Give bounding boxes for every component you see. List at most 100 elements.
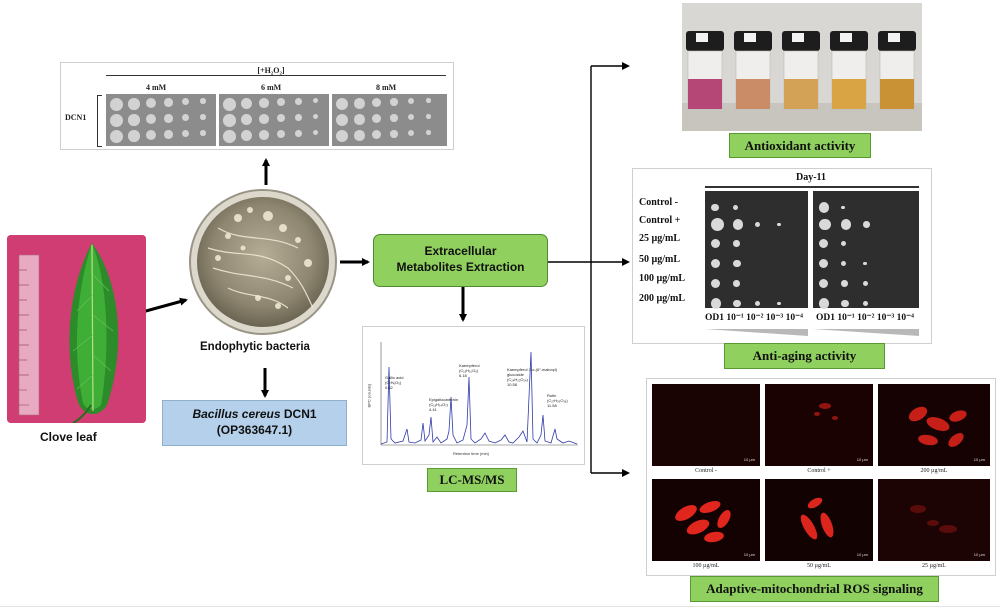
h2o2-row-bracket	[97, 95, 102, 147]
h2o2-row-label: DCN1	[65, 113, 87, 122]
dilution-wedge-right	[813, 329, 919, 336]
spot-plate-right	[813, 191, 919, 308]
yeast-spot	[841, 260, 847, 267]
yeast-spot	[777, 301, 781, 306]
h2o2-colony	[295, 98, 302, 105]
h2o2-colony	[277, 114, 285, 122]
antioxidant-label-box: Antioxidant activity	[729, 133, 871, 158]
species-box: Bacillus cereus DCN1 (OP363647.1)	[162, 400, 347, 446]
h2o2-plate-4mM	[106, 94, 216, 146]
yeast-spot	[819, 298, 830, 309]
yeast-spot	[819, 258, 829, 269]
h2o2-colony	[354, 114, 365, 125]
h2o2-colony	[259, 114, 269, 124]
h2o2-colony	[295, 130, 302, 137]
h2o2-colony	[313, 130, 318, 135]
vial-1	[686, 31, 724, 110]
extraction-box: Extracellular Metabolites Extraction	[373, 234, 548, 287]
ros-label-control-pos: Control +	[807, 468, 831, 474]
h2o2-colony	[128, 114, 140, 126]
spot-row-25: 25 µg/mL	[639, 233, 681, 244]
yeast-spot	[863, 261, 867, 266]
dilution-header-right: OD1 10⁻¹ 10⁻² 10⁻³ 10⁻⁴	[816, 313, 914, 323]
yeast-spot	[733, 204, 739, 211]
h2o2-colony	[241, 130, 252, 141]
yeast-spot	[733, 280, 740, 287]
h2o2-colony	[354, 130, 365, 141]
yeast-spot	[863, 300, 869, 307]
yeast-spot	[841, 299, 849, 308]
yeast-spot	[711, 238, 721, 249]
ros-label-100: 100 µg/mL	[692, 563, 720, 569]
lcms-peak-epigallocatechin: Epigallocatechin(C₁₅H₁₄O₇)4.41	[429, 397, 459, 412]
h2o2-colony	[313, 114, 318, 119]
h2o2-colony	[164, 98, 173, 107]
h2o2-colony	[277, 130, 285, 138]
yeast-spot	[777, 222, 781, 227]
h2o2-colony	[182, 130, 189, 137]
yeast-spot	[819, 278, 829, 289]
h2o2-plate-6mM	[219, 94, 329, 146]
yeast-spot	[733, 259, 741, 268]
endophytic-bacteria-label: Endophytic bacteria	[200, 341, 310, 353]
yeast-spot	[711, 218, 724, 231]
h2o2-colony	[223, 98, 236, 111]
antiaging-day-rule	[705, 186, 919, 188]
h2o2-colony	[200, 130, 206, 136]
lcms-label-box: LC-MS/MS	[427, 468, 517, 492]
spot-row-100: 100 µg/mL	[639, 273, 686, 284]
yeast-spot	[819, 202, 830, 213]
yeast-spot	[711, 203, 719, 212]
antiaging-label: Anti-aging activity	[752, 348, 857, 363]
clove-leaf-label: Clove leaf	[40, 430, 97, 444]
vial-3	[782, 31, 820, 110]
extraction-line-2: Metabolites Extraction	[396, 260, 525, 274]
yeast-spot	[819, 218, 831, 231]
species-strain: DCN1	[283, 407, 317, 421]
h2o2-colony	[146, 114, 156, 124]
yeast-spot	[755, 221, 761, 228]
h2o2-colony	[426, 130, 431, 135]
h2o2-colony	[390, 130, 398, 138]
lcms-ylabel: BPC (counts)	[366, 383, 372, 408]
antiaging-day: Day-11	[796, 172, 826, 183]
ros-cell-200: 10 µm	[878, 384, 990, 466]
lcms-xlabel: Retention time (min)	[453, 451, 490, 456]
spot-plate-left	[705, 191, 808, 308]
h2o2-colony	[426, 114, 431, 119]
yeast-spot	[711, 298, 722, 309]
h2o2-colony	[408, 114, 414, 120]
h2o2-colony	[146, 130, 156, 140]
h2o2-conc-6: 6 mM	[261, 83, 282, 92]
yeast-spot	[841, 219, 852, 230]
antiaging-panel: Day-11 Control - Control + 25 µg/mL 50 µ…	[632, 168, 932, 344]
yeast-spot	[733, 240, 740, 247]
lcms-peak-rutin: Rutin(C₂₇H₃₀O₁₆)11.58	[547, 393, 568, 408]
h2o2-colony	[241, 98, 252, 109]
petri-plate-image	[188, 188, 338, 341]
h2o2-colony	[223, 130, 236, 143]
h2o2-colony	[277, 98, 285, 106]
ros-label-control-neg: Control -	[695, 468, 717, 474]
spot-row-200: 200 µg/mL	[639, 293, 686, 304]
species-accession: (OP363647.1)	[216, 423, 293, 437]
yeast-spot	[863, 221, 870, 228]
h2o2-colony	[372, 114, 381, 123]
h2o2-title-rule	[106, 75, 446, 76]
yeast-spot	[841, 240, 847, 247]
lcms-label: LC-MS/MS	[439, 472, 505, 487]
yeast-spot	[755, 300, 761, 307]
h2o2-colony	[372, 98, 381, 107]
ros-cell-control-pos: 10 µm	[765, 384, 873, 466]
h2o2-colony	[336, 130, 348, 142]
h2o2-title: [+H₂O₂]	[257, 66, 285, 75]
dilution-header-left: OD1 10⁻¹ 10⁻² 10⁻³ 10⁻⁴	[705, 313, 803, 323]
lcms-peak-kaempferol: Kaempferol(C₁₅H₁₀O₆)6.18	[459, 363, 480, 378]
yeast-spot	[711, 258, 721, 269]
antiaging-label-box: Anti-aging activity	[724, 343, 885, 369]
h2o2-colony	[110, 114, 123, 127]
vial-5	[878, 31, 916, 110]
yeast-spot	[841, 280, 848, 287]
h2o2-plate-8mM	[332, 94, 447, 146]
